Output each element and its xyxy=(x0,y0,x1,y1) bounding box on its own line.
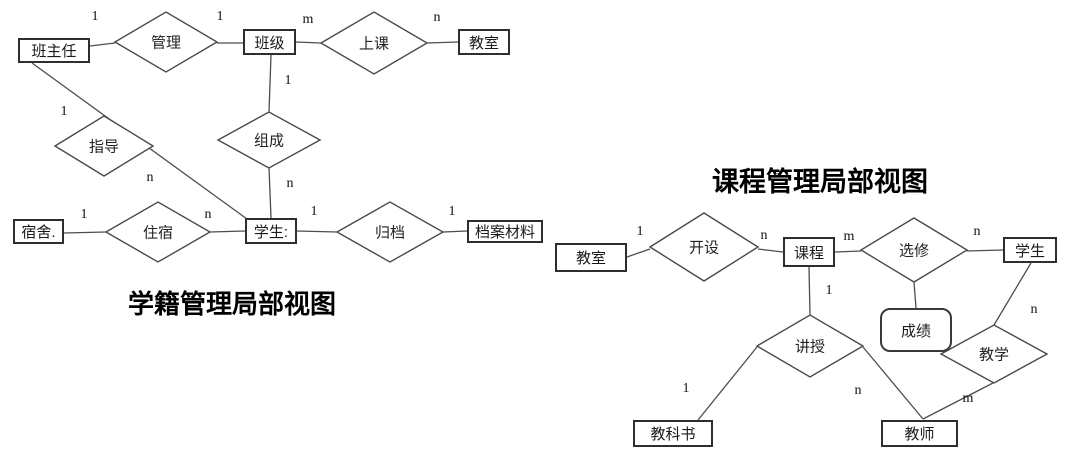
edge-offer-course xyxy=(757,248,784,253)
edge-teaching-teacher xyxy=(922,382,994,420)
cardinality-course-elect: m xyxy=(843,229,855,244)
cardinality-classroom-offer: 1 xyxy=(636,224,644,239)
entity-classroom: 教室 xyxy=(458,29,510,55)
edge-head-teacher-manage xyxy=(89,42,116,47)
entity-textbook: 教科书 xyxy=(633,420,713,447)
edge-lodge-student xyxy=(209,230,246,233)
edge-lecture-teacher xyxy=(862,346,924,420)
cardinality-manage-class: 1 xyxy=(216,9,224,24)
edge-dormitory-lodge xyxy=(63,231,107,234)
relationship-teaching-shape xyxy=(939,324,1049,384)
relationship-manage-shape xyxy=(113,11,219,73)
edge-student-archive xyxy=(296,230,338,233)
relationship-guide-shape xyxy=(53,115,155,177)
edge-archive-materials xyxy=(442,230,468,233)
entity-course: 课程 xyxy=(783,237,835,267)
edge-compose-student xyxy=(268,167,272,219)
cardinality-course-lecture: 1 xyxy=(825,283,833,298)
edge-elect-grade xyxy=(913,281,917,309)
cardinality-class-compose: 1 xyxy=(284,73,292,88)
entity-archive-materials: 档案材料 xyxy=(467,220,543,243)
edge-classroom-offer xyxy=(626,248,651,258)
entity-dormitory: 宿舍. xyxy=(13,219,64,244)
cardinality-elect-student: n xyxy=(973,224,981,239)
edge-attend-classroom xyxy=(426,41,459,44)
cardinality-compose-student: n xyxy=(286,176,294,191)
relationship-compose-shape xyxy=(216,111,322,169)
edge-class-compose xyxy=(268,54,272,113)
relationship-elect-shape xyxy=(859,217,969,283)
entity-classroom-2: 教室 xyxy=(555,243,627,272)
cardinality-teaching-teacher: m xyxy=(962,391,974,406)
relationship-lecture-shape xyxy=(755,314,865,378)
relationship-lodge-label: 住宿 xyxy=(142,224,174,242)
cardinality-guide-student: n xyxy=(146,170,154,185)
relationship-archive-label: 归档 xyxy=(374,224,406,242)
cardinality-student-teaching: n xyxy=(1030,302,1038,317)
relationship-compose-label: 组成 xyxy=(253,132,285,150)
cardinality-lecture-teacher: n xyxy=(854,383,862,398)
cardinality-archive-materials: 1 xyxy=(448,204,456,219)
relationship-lodge-shape xyxy=(104,201,212,263)
relationship-guide-label: 指导 xyxy=(88,138,120,156)
cardinality-head-teacher-manage: 1 xyxy=(91,9,99,24)
edge-class-attend xyxy=(295,41,322,44)
cardinality-student-archive: 1 xyxy=(310,204,318,219)
relationship-teaching-label: 教学 xyxy=(978,346,1010,364)
relationship-elect-label: 选修 xyxy=(898,242,930,260)
cardinality-dormitory-lodge: 1 xyxy=(80,207,88,222)
cardinality-lodge-student: n xyxy=(204,207,212,222)
entity-student: 学生: xyxy=(245,218,297,244)
right-view-title: 课程管理局部视图 xyxy=(712,167,928,197)
edge-course-lecture xyxy=(808,266,811,316)
cardinality-head-teacher-guide: 1 xyxy=(60,104,68,119)
relationship-offer-label: 开设 xyxy=(688,239,720,257)
relationship-archive-shape xyxy=(335,201,445,263)
left-view-caption: 学籍管理局部视图 xyxy=(128,289,337,319)
edge-lecture-textbook xyxy=(697,346,758,421)
edge-course-elect xyxy=(834,250,862,253)
edge-student-teaching xyxy=(993,262,1032,326)
entity-student-2: 学生 xyxy=(1003,237,1057,263)
relationship-offer-shape xyxy=(648,212,760,282)
edge-elect-student xyxy=(966,249,1004,252)
relationship-manage-label: 管理 xyxy=(150,34,182,52)
entity-class: 班级 xyxy=(243,29,296,55)
cardinality-class-attend: m xyxy=(302,12,314,27)
relationship-lecture-label: 讲授 xyxy=(794,338,826,356)
relationship-attend-class-label: 上课 xyxy=(358,35,390,53)
cardinality-lecture-textbook: 1 xyxy=(682,381,690,396)
entity-head-teacher: 班主任 xyxy=(18,38,90,63)
entity-teacher: 教师 xyxy=(881,420,958,447)
attribute-grade: 成绩 xyxy=(880,308,952,352)
cardinality-attend-classroom: n xyxy=(433,10,441,25)
relationship-attend-class-shape xyxy=(319,11,429,75)
cardinality-offer-course: n xyxy=(760,228,768,243)
